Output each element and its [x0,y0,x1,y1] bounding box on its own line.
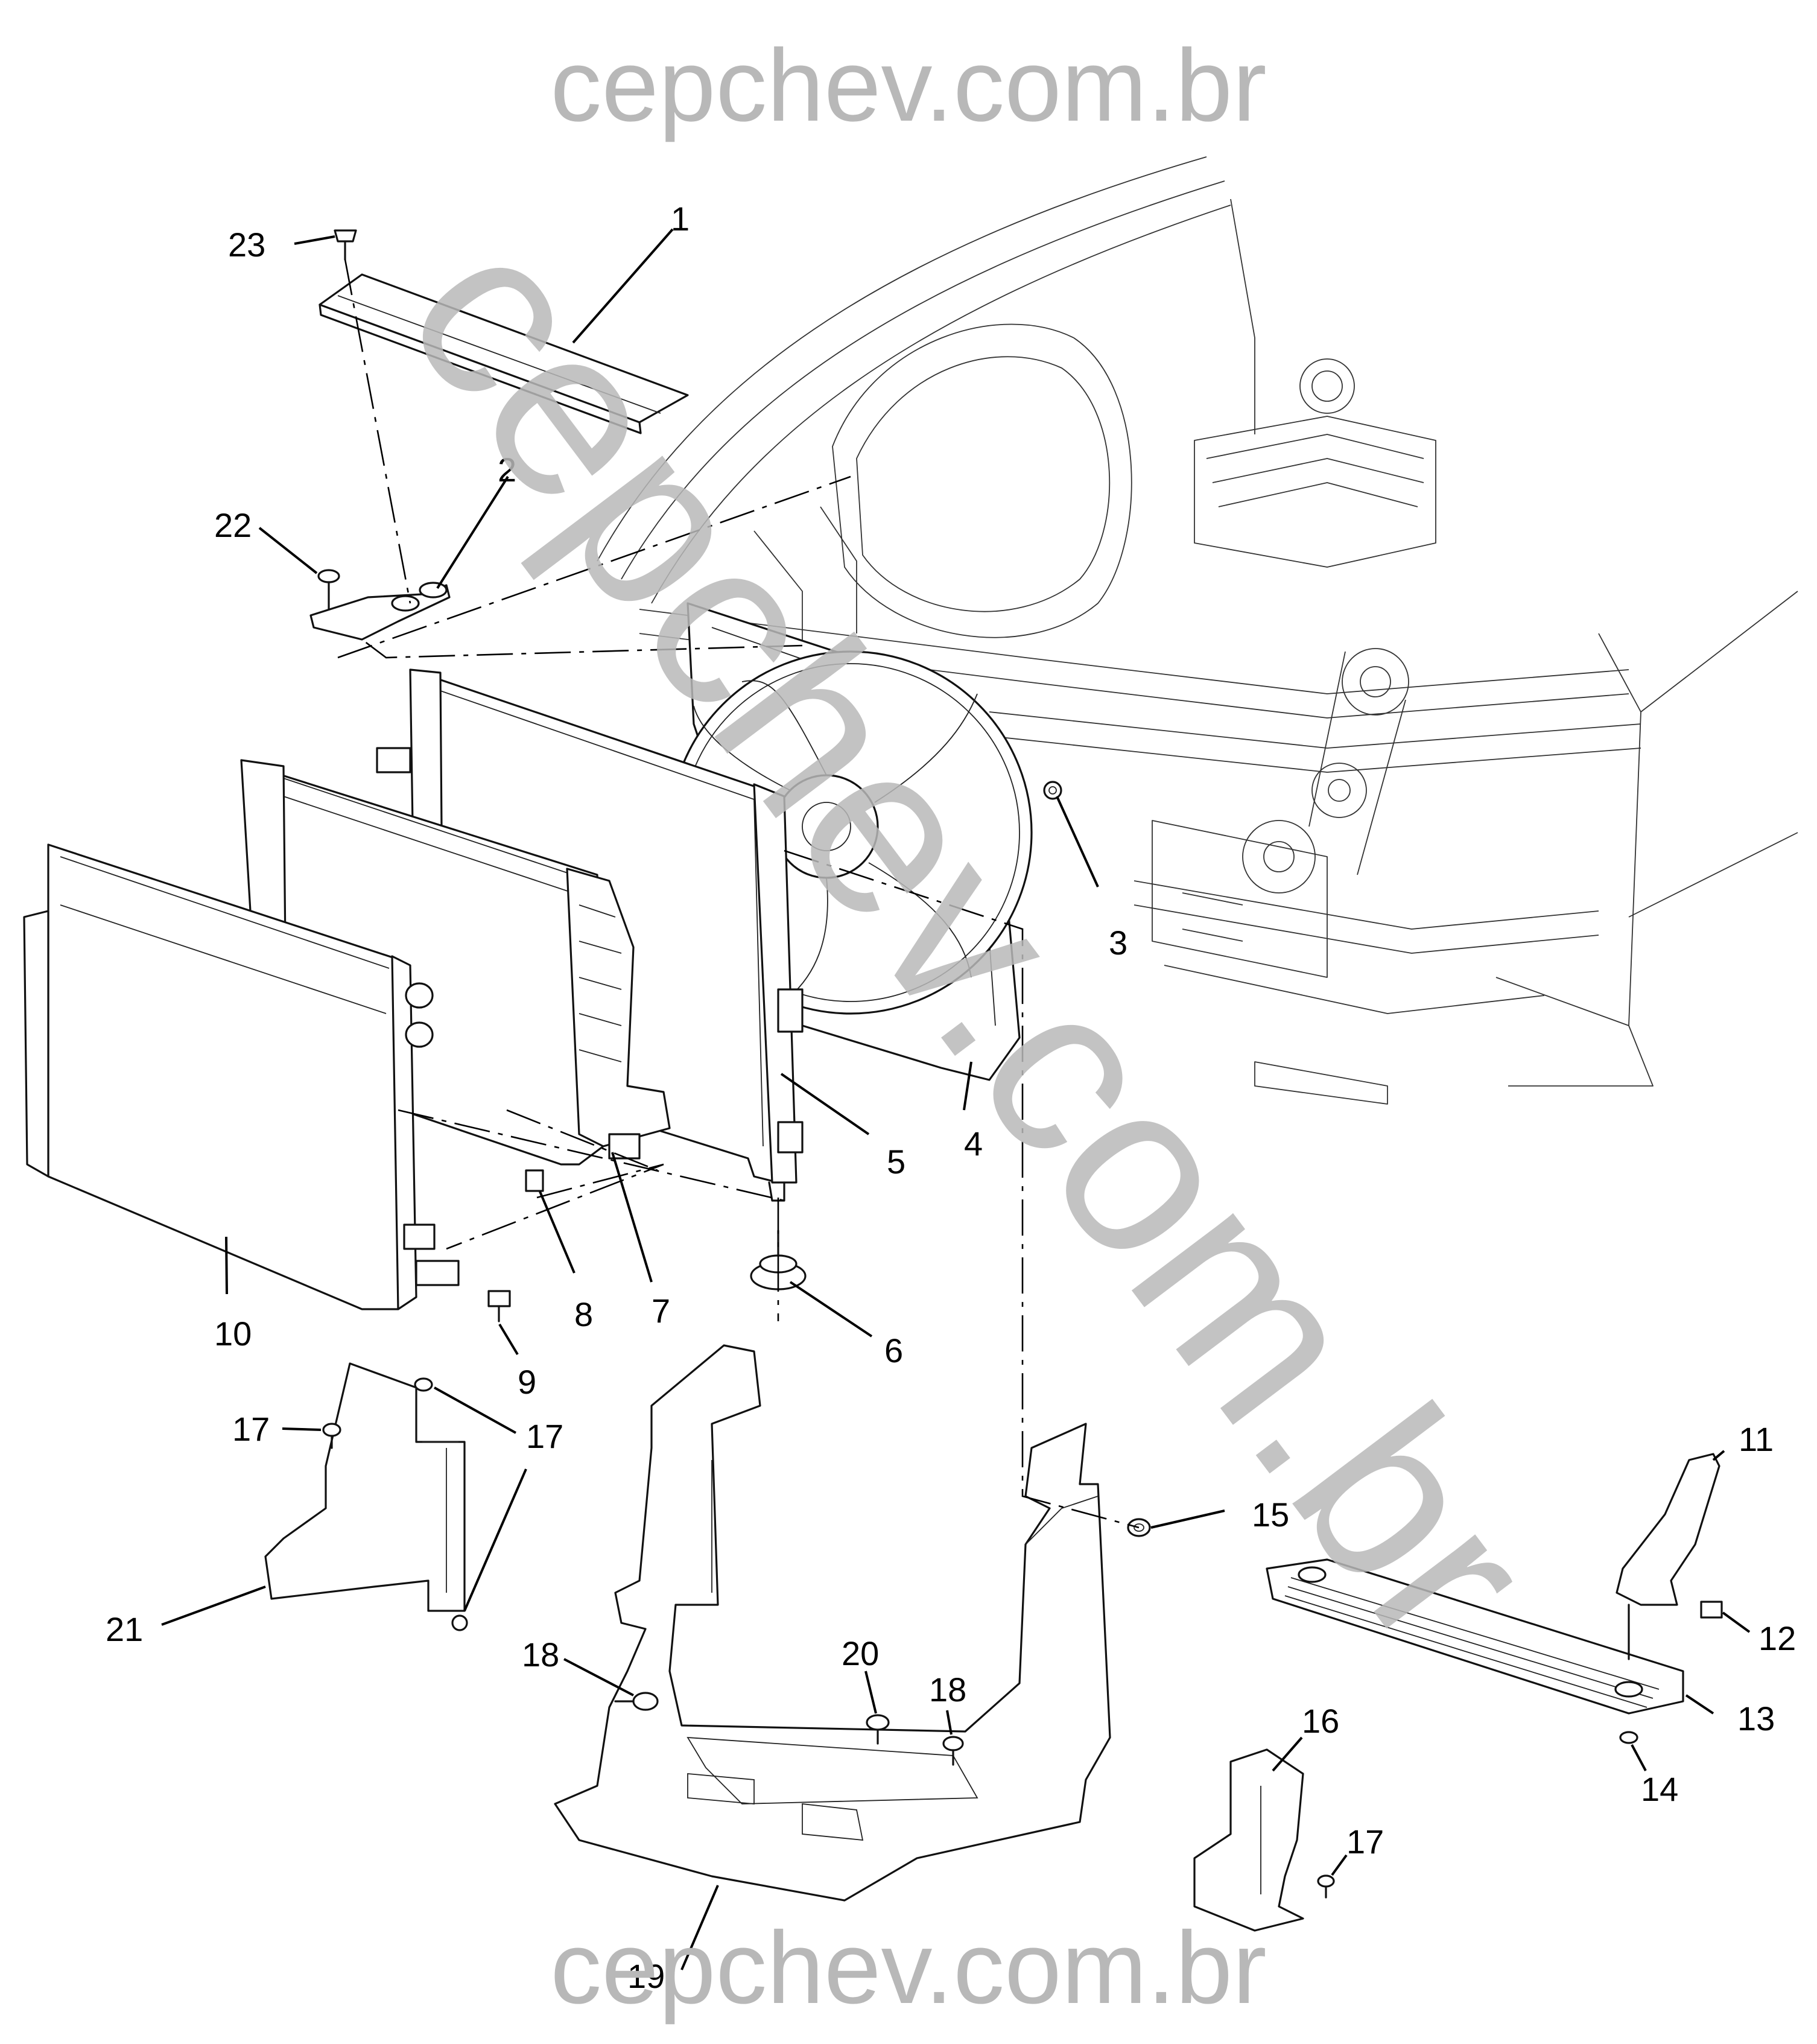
callout-15: 15 [1252,1496,1289,1534]
callout-17-right: 17 [1346,1823,1384,1861]
bolt-9 [487,1290,511,1322]
callout-6: 6 [884,1331,903,1370]
push-pin-17-left [322,1423,341,1449]
callout-10: 10 [214,1315,252,1353]
clip-8 [525,1169,544,1192]
callout-17-center-a: 17 [526,1417,563,1455]
callout-14: 14 [1641,1770,1678,1808]
callout-4: 4 [964,1125,983,1163]
callout-9: 9 [518,1363,536,1401]
watermark-bottom: cepchev.com.br [550,1911,1266,2025]
callout-8: 8 [574,1295,593,1333]
callout-5: 5 [887,1143,905,1181]
bolt-18-left [614,1692,659,1711]
callout-16: 16 [1302,1702,1339,1740]
callout-21: 21 [106,1610,143,1648]
callout-17-left: 17 [232,1410,270,1448]
push-pin-23 [334,229,357,261]
callout-1: 1 [671,200,690,238]
push-pin-17-right [1317,1874,1335,1899]
callout-22: 22 [214,506,252,544]
right-air-deflector [1193,1748,1304,1932]
bolt-22 [317,569,340,611]
watermark-top: cepchev.com.br [550,28,1266,143]
callout-20: 20 [842,1634,879,1672]
left-air-deflector [264,1362,468,1631]
push-pin-17-center [414,1377,433,1392]
bolt-18-center [942,1736,964,1766]
cooler-bracket-11 [1616,1453,1720,1660]
callout-3: 3 [1109,924,1127,962]
callout-7: 7 [652,1292,670,1330]
radiator-bracket [309,582,451,641]
callout-18-center: 18 [929,1671,966,1709]
alignment-centerlines [337,259,1140,1529]
callout-18-left: 18 [522,1636,559,1674]
leader-lines [161,228,1751,1970]
nut-14 [1619,1731,1638,1744]
callout-2: 2 [498,451,516,489]
transmission-oil-cooler [1266,1558,1684,1715]
callout-11: 11 [1739,1420,1774,1458]
callout-23: 23 [228,226,265,264]
callout-numbers: 1 2 3 4 5 6 7 8 9 10 11 12 13 14 15 16 1… [106,200,1796,1995]
lower-air-deflector [554,1344,1111,1902]
callout-13: 13 [1737,1700,1775,1738]
callout-19: 19 [627,1957,665,1995]
clip-12 [1700,1601,1723,1619]
bolt-20 [866,1714,890,1745]
upper-air-baffle [319,273,689,434]
condenser [23,843,460,1310]
callout-12: 12 [1758,1619,1796,1657]
vehicle-front-structure [597,156,1798,1105]
grommet-3 [1043,781,1062,800]
